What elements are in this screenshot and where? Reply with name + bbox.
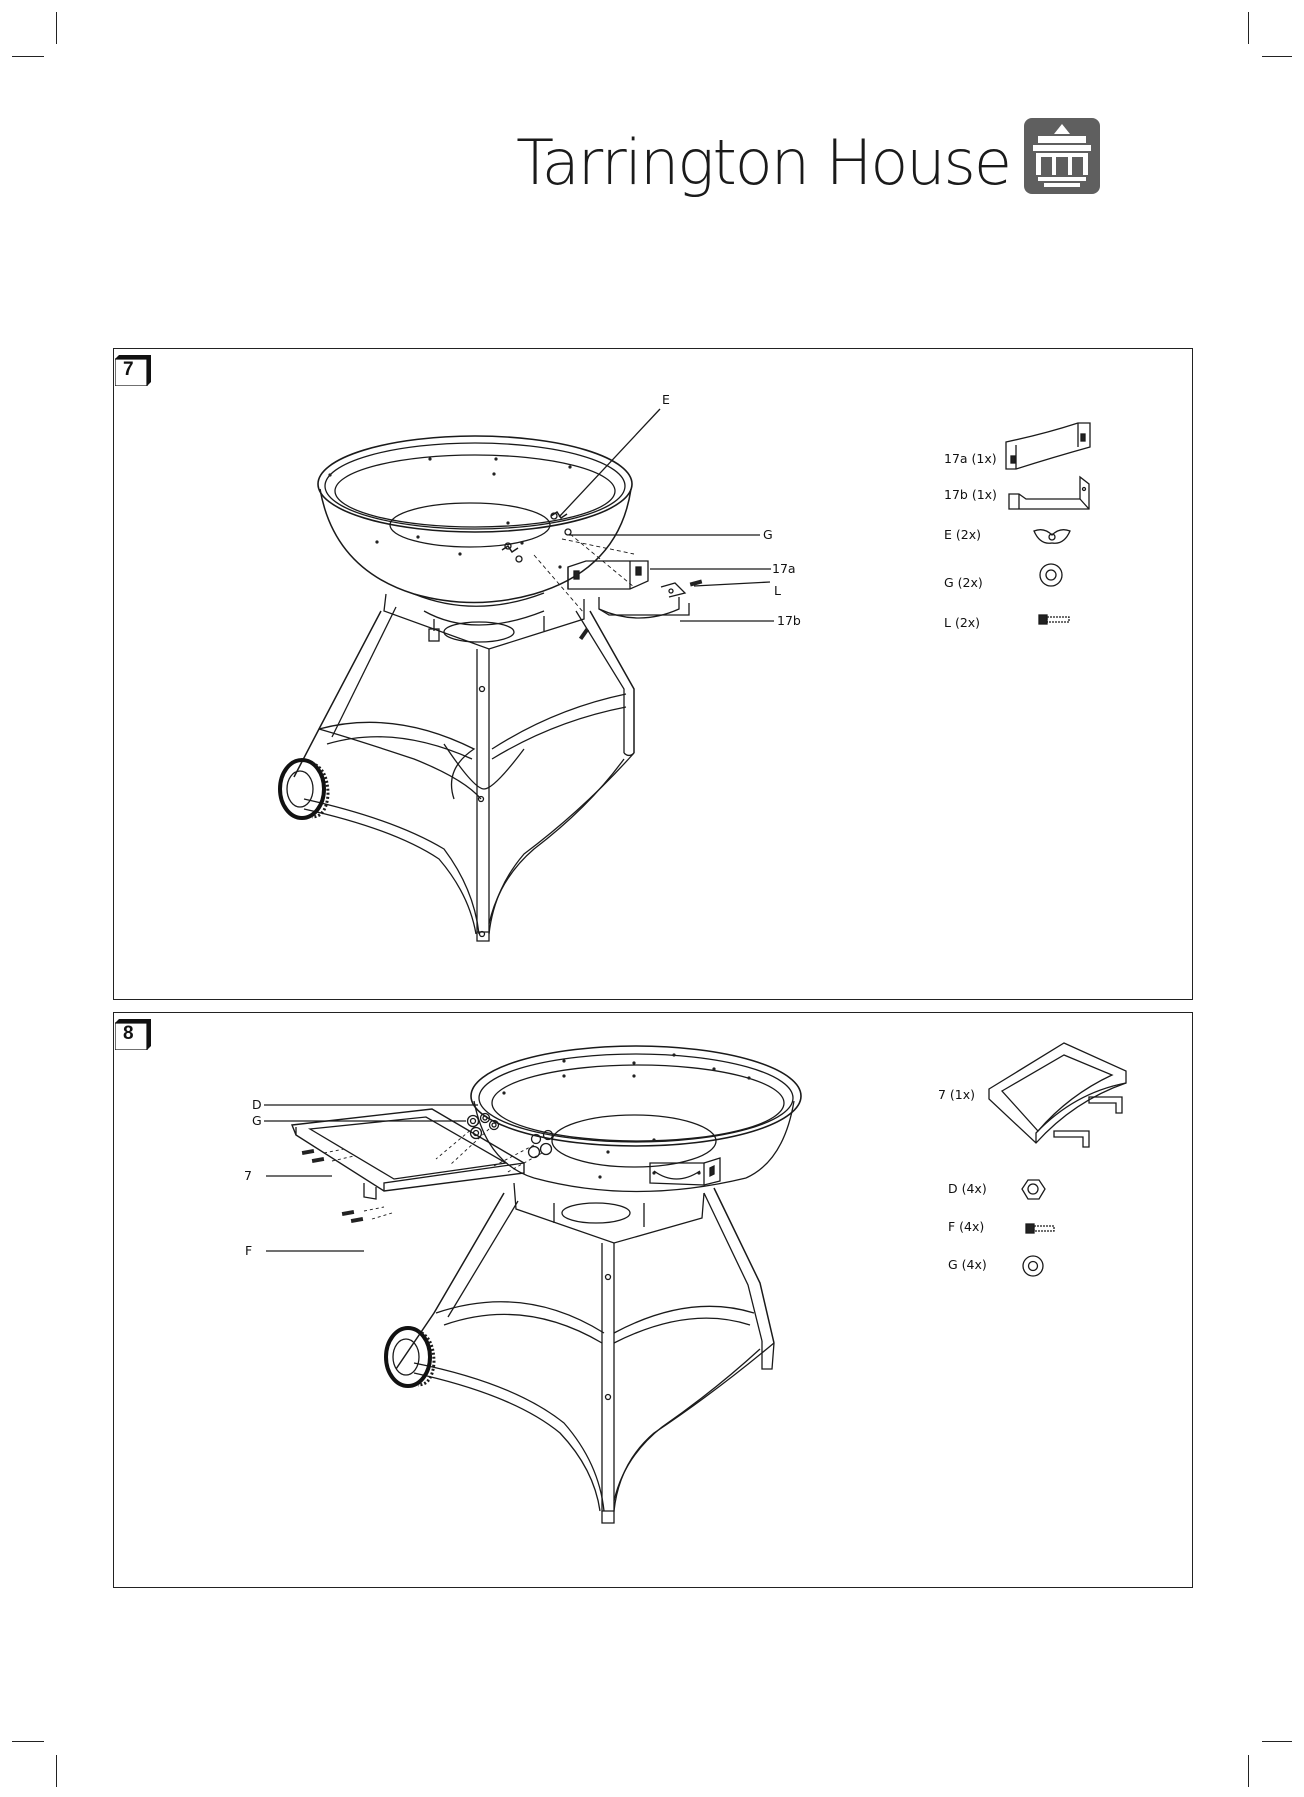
callout-F: F <box>245 1245 252 1258</box>
bracket-u-icon <box>1009 477 1089 509</box>
callout-L: L <box>774 585 781 598</box>
fire-pit-side-table-drawing <box>114 1013 1194 1589</box>
house-logo-icon <box>1024 118 1100 194</box>
part-label: 7 (1x) <box>938 1089 975 1102</box>
callout-G: G <box>252 1115 262 1128</box>
callout-D: D <box>252 1099 262 1112</box>
fire-pit-assembly-drawing <box>114 349 1194 1001</box>
crop-mark <box>1262 1741 1292 1742</box>
part-label: G (2x) <box>944 577 983 590</box>
callout-7: 7 <box>244 1170 252 1183</box>
brand-header: Tarrington House <box>600 118 1100 208</box>
part-label: L (2x) <box>944 617 980 630</box>
crop-mark <box>12 1741 44 1742</box>
crop-mark <box>1248 12 1249 44</box>
wing-nut-icon <box>1034 530 1070 544</box>
crop-mark <box>12 56 44 57</box>
part-label: 17a (1x) <box>944 453 997 466</box>
crop-mark <box>56 1755 57 1787</box>
part-label: D (4x) <box>948 1183 987 1196</box>
crop-mark <box>56 12 57 44</box>
side-table-icon <box>989 1043 1126 1147</box>
callout-17a: 17a <box>772 563 796 576</box>
callout-E: E <box>662 394 670 407</box>
brand-name: Tarrington House <box>516 126 1010 199</box>
washer-icon <box>1040 564 1062 586</box>
bracket-strap-icon <box>1006 423 1090 469</box>
step-7-panel: 7 <box>113 348 1193 1000</box>
crop-mark <box>1248 1755 1249 1787</box>
part-label: E (2x) <box>944 529 981 542</box>
screw-icon <box>1026 1224 1054 1233</box>
crop-mark <box>1262 56 1292 57</box>
part-label: G (4x) <box>948 1259 987 1272</box>
step-8-panel: 8 <box>113 1012 1193 1588</box>
callout-17b: 17b <box>777 615 801 628</box>
hex-nut-icon <box>1022 1180 1045 1199</box>
bolt-icon <box>1039 615 1069 624</box>
callout-G: G <box>763 529 773 542</box>
part-label: 17b (1x) <box>944 489 997 502</box>
part-label: F (4x) <box>948 1221 984 1234</box>
washer-icon <box>1023 1256 1043 1276</box>
